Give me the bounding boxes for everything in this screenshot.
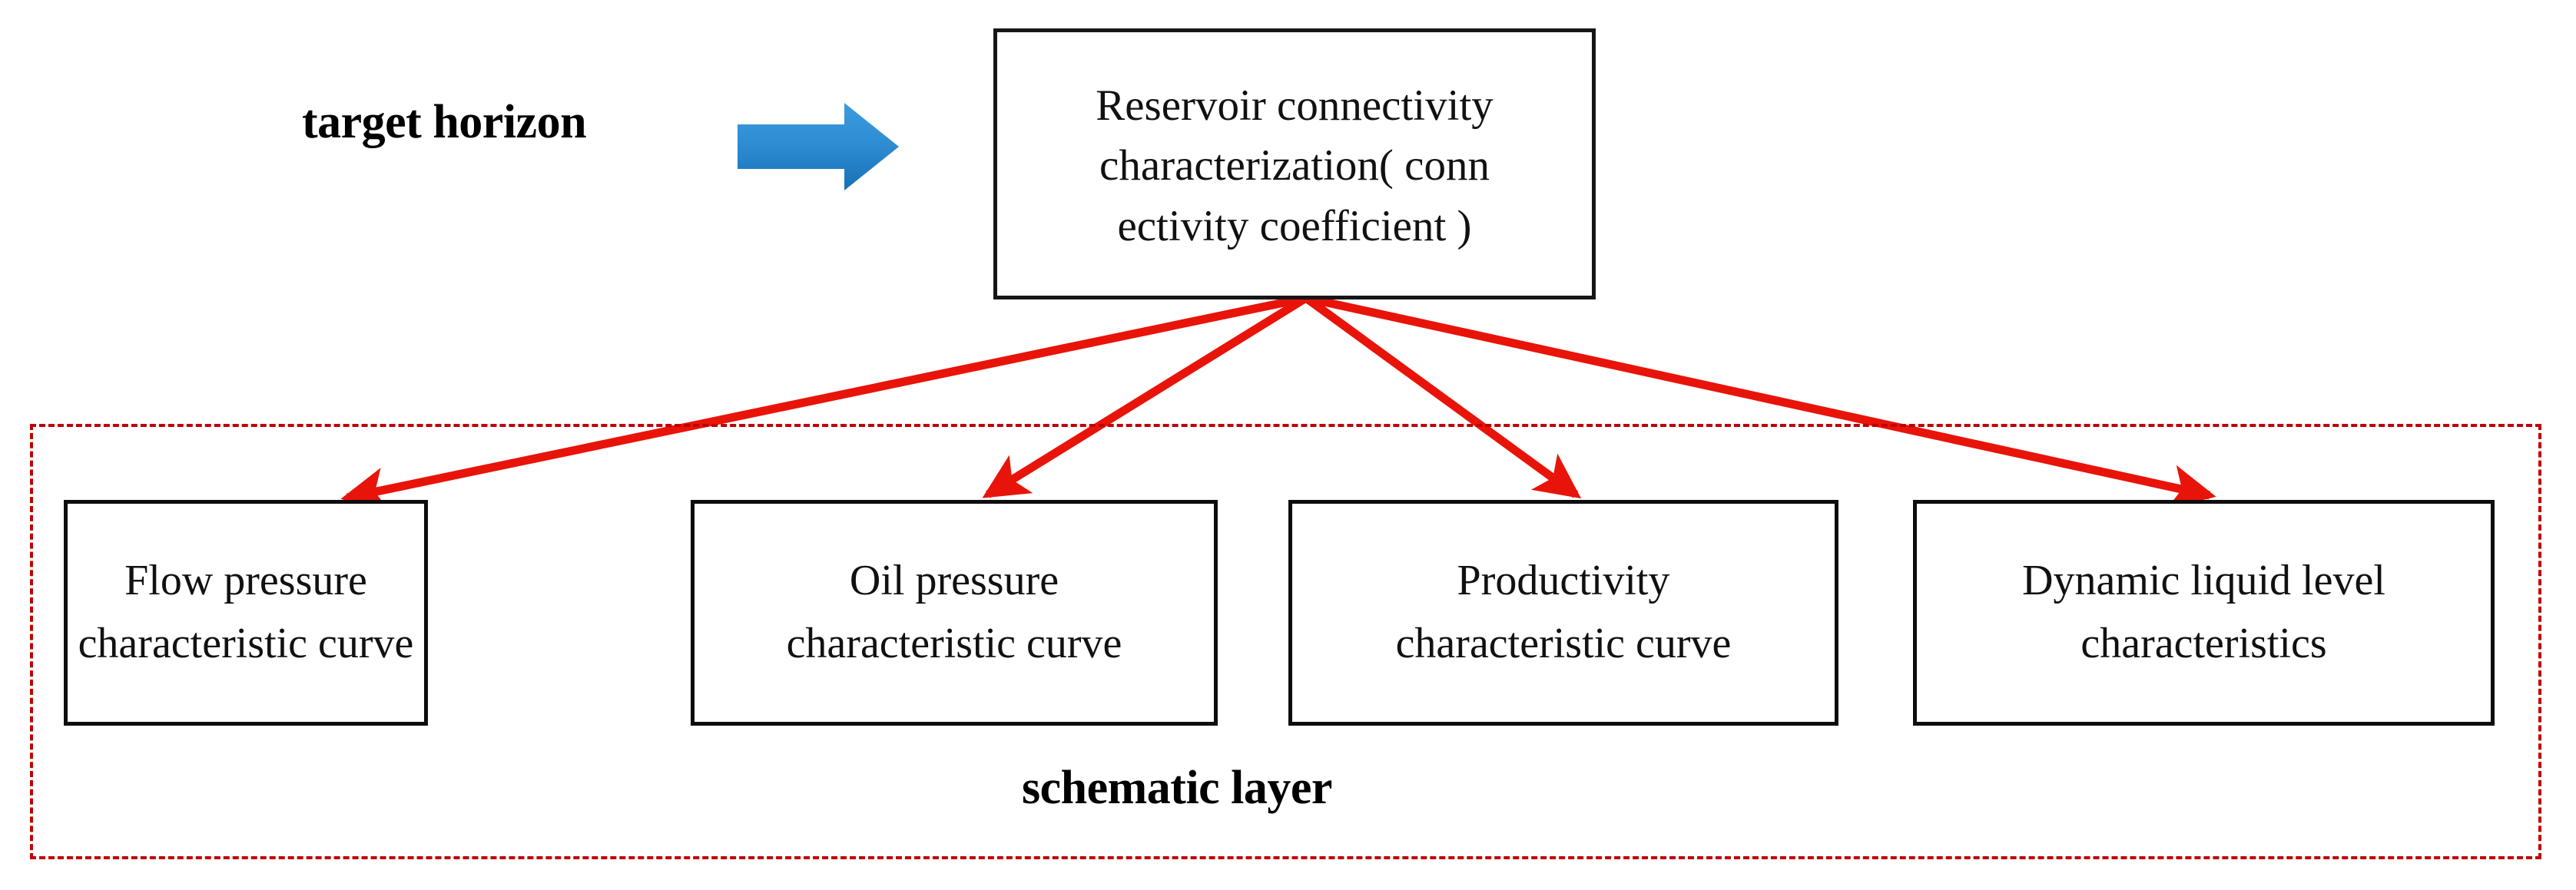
node-line-2: characteristic curve [786,620,1122,667]
node-line-2: characteristics [2080,620,2327,667]
node-box-productivity: Productivity characteristic curve [1288,500,1838,726]
root-node-line-1: Reservoir connectivity [1096,81,1494,130]
schematic-layer-container [30,424,2541,859]
node-box-flow-pressure: Flow pressure characteristic curve [64,500,428,726]
schematic-layer-caption: schematic layer [1022,762,1332,814]
root-node-line-2: characterization( conn [1099,141,1490,190]
root-node-line-3: ectivity coefficient ) [1117,201,1472,250]
node-line-1: Flow pressure [124,557,367,605]
node-line-1: Dynamic liquid level [2022,557,2385,605]
target-horizon-label: target horizon [302,96,587,148]
node-box-oil-pressure: Oil pressure characteristic curve [691,500,1218,726]
node-line-1: Productivity [1457,557,1670,605]
node-box-dynamic-liquid-level: Dynamic liquid level characteristics [1913,500,2495,726]
node-line-2: characteristic curve [1395,620,1732,667]
node-line-1: Oil pressure [849,557,1059,605]
blue-right-arrow-icon [736,101,900,192]
node-line-2: characteristic curve [78,620,414,667]
root-node-box: Reservoir connectivity characterization(… [993,28,1596,299]
